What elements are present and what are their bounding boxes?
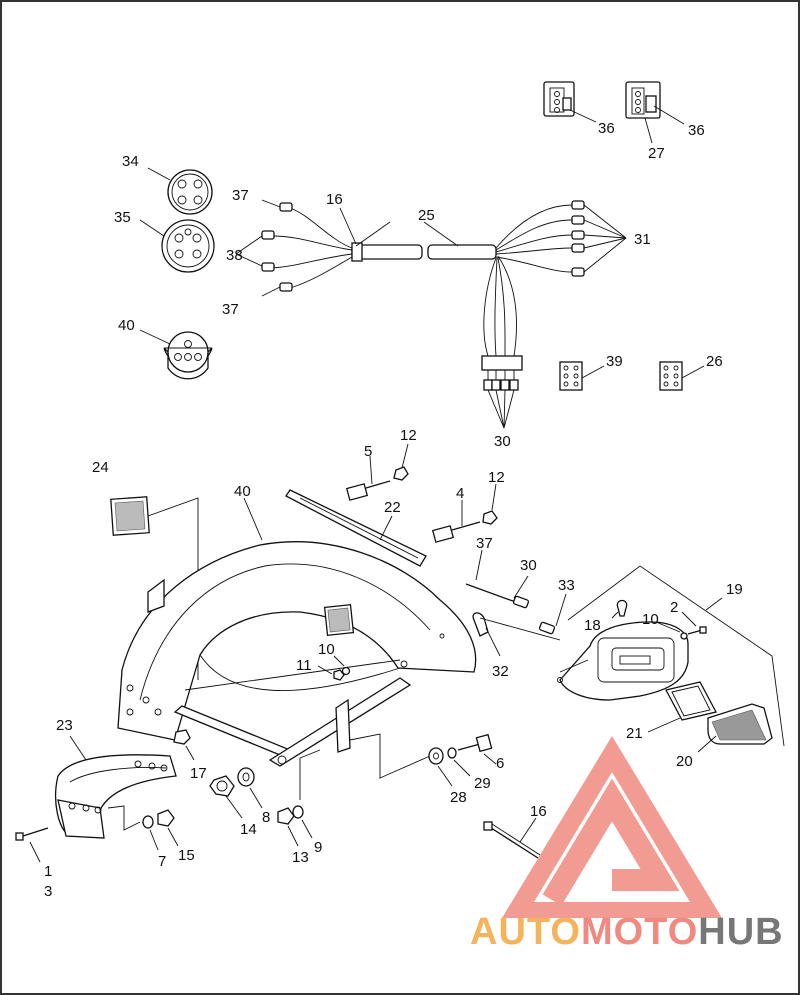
bracket-23	[55, 754, 177, 839]
callout-12b: 12	[488, 469, 505, 486]
screw-2	[687, 626, 707, 635]
callout-18: 18	[584, 617, 601, 634]
nut-13	[277, 807, 295, 825]
callout-21: 21	[626, 725, 643, 742]
callout-28: 28	[450, 789, 467, 806]
callout-9: 9	[314, 839, 322, 856]
callout-33: 33	[558, 577, 575, 594]
callout-34: 34	[122, 153, 139, 170]
callout-19: 19	[726, 581, 743, 598]
callout-29: 29	[474, 775, 491, 792]
callout-25: 25	[418, 207, 435, 224]
callout-10b: 10	[642, 611, 659, 628]
washer-10-right	[680, 632, 688, 640]
wiring-harness	[235, 199, 627, 429]
connector-36-right	[625, 81, 661, 119]
round-connector-35	[161, 219, 215, 273]
washer-8	[237, 767, 255, 787]
watermark-text: AUTOMOTOHUB	[470, 911, 784, 953]
watermark-moto: MOTO	[581, 911, 698, 953]
callout-23: 23	[56, 717, 73, 734]
round-connector-34	[167, 169, 213, 215]
callout-39: 39	[606, 353, 623, 370]
watermark-hub: HUB	[698, 911, 783, 953]
nut-15	[157, 809, 175, 827]
callout-14: 14	[240, 821, 257, 838]
washer-28	[428, 747, 444, 765]
bolt-6	[457, 733, 493, 753]
callout-37b: 37	[222, 301, 239, 318]
callout-4: 4	[456, 485, 464, 502]
callout-36a: 36	[598, 120, 615, 137]
washer-10-left	[341, 666, 351, 676]
callout-6: 6	[496, 755, 504, 772]
connector-26	[659, 361, 683, 391]
callout-15: 15	[178, 847, 195, 864]
callout-16a: 16	[326, 191, 343, 208]
bolt-5	[345, 466, 409, 501]
bolt-4	[431, 510, 498, 543]
round-connector-40	[163, 331, 213, 380]
callout-24: 24	[92, 459, 109, 476]
reflector-24	[110, 496, 150, 536]
nut-17	[173, 729, 191, 745]
bulb-18	[616, 599, 628, 617]
callout-26: 26	[706, 353, 723, 370]
callout-13: 13	[292, 849, 309, 866]
callout-36b: 36	[688, 122, 705, 139]
callout-30a: 30	[494, 433, 511, 450]
callout-8: 8	[262, 809, 270, 826]
callout-3: 3	[44, 883, 52, 900]
callout-38: 38	[226, 247, 243, 264]
callout-12a: 12	[400, 427, 417, 444]
callout-37c: 37	[476, 535, 493, 552]
reflector-center	[323, 604, 355, 636]
callout-27: 27	[648, 145, 665, 162]
callout-5: 5	[364, 443, 372, 460]
callout-16b: 16	[530, 803, 547, 820]
callout-17: 17	[190, 765, 207, 782]
callout-20: 20	[676, 753, 693, 770]
lens-20	[707, 703, 773, 745]
washer-29	[447, 747, 457, 759]
callout-2: 2	[670, 599, 678, 616]
callout-7: 7	[158, 853, 166, 870]
connector-39	[559, 361, 583, 391]
callout-10a: 10	[318, 641, 335, 658]
callout-11: 11	[296, 657, 312, 674]
bolt-1	[15, 827, 49, 841]
connector-36-left	[543, 81, 575, 117]
callout-32: 32	[492, 663, 509, 680]
taillight-bracket	[557, 621, 689, 701]
washer-9	[292, 805, 304, 819]
washer-7	[142, 815, 154, 829]
nut-11	[333, 669, 345, 681]
rear-fender	[117, 541, 477, 767]
nut-14	[209, 775, 235, 797]
svg-text:AUTOMOTOHUB: AUTOMOTOHUB	[470, 911, 784, 953]
strap-22	[285, 489, 427, 567]
clip-33	[538, 621, 556, 635]
callout-35: 35	[114, 209, 131, 226]
callout-37a: 37	[232, 187, 249, 204]
watermark-auto: AUTO	[470, 911, 581, 953]
callout-22: 22	[384, 499, 401, 516]
callout-40a: 40	[118, 317, 135, 334]
watermark-logo	[502, 736, 722, 918]
callout-40b: 40	[234, 483, 251, 500]
cable-tie-16	[483, 821, 541, 859]
gasket-21	[665, 681, 717, 721]
callout-30b: 30	[520, 557, 537, 574]
callout-labels: 36 36 27 34 35 37 16 25 31 38 37 40 39 2…	[44, 120, 743, 900]
callout-31: 31	[634, 231, 651, 248]
callout-1: 1	[44, 863, 52, 880]
